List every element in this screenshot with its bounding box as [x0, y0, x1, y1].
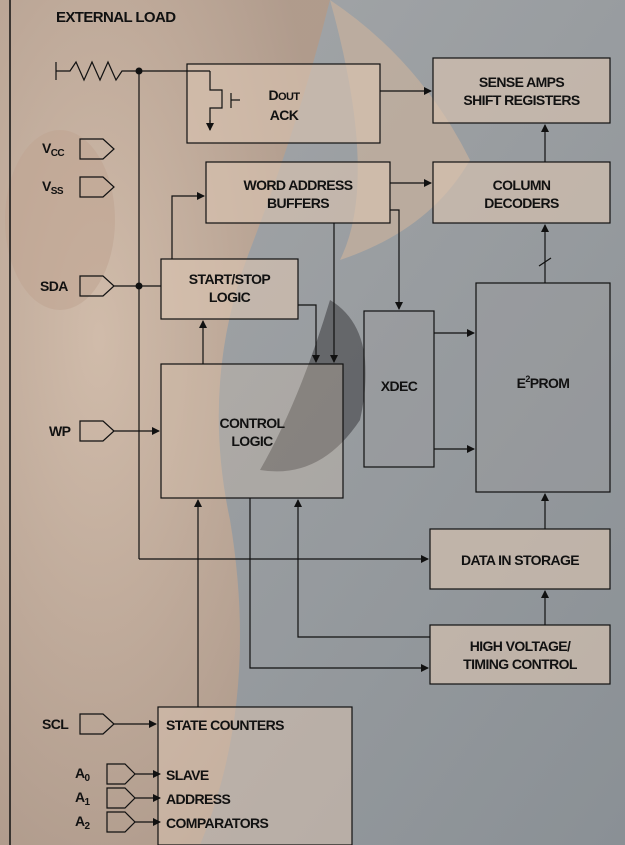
a2-label: A2: [75, 813, 90, 832]
a1-label: A1: [75, 789, 90, 808]
sense-amps-block: [432, 57, 611, 124]
control-logic-block: [160, 363, 344, 499]
comparators-label: COMPARATORS: [166, 815, 269, 831]
junction-dot: [135, 67, 143, 75]
data-in-storage-block: [429, 528, 611, 590]
dout-ack-block: [186, 63, 381, 144]
vcc-label: VCC: [42, 140, 65, 159]
a1-pin: [106, 787, 136, 809]
eprom-label: E2PROM: [516, 374, 570, 391]
scl-pin: [79, 713, 115, 735]
a2-pin: [106, 811, 136, 833]
eprom-block: [475, 282, 611, 493]
word-address-block: [205, 161, 391, 224]
sda-label: SDA: [40, 278, 68, 294]
wp-pin: [79, 420, 115, 442]
hv-timing-label: HIGH VOLTAGE/TIMING CONTROL: [463, 638, 577, 672]
sda-pin: [79, 275, 115, 297]
data-in-storage-label: DATA IN STORAGE: [460, 552, 580, 568]
a0-pin: [106, 763, 136, 785]
state-counters-label: STATE COUNTERS: [166, 717, 284, 733]
scl-label: SCL: [42, 716, 69, 732]
a0-label: A0: [75, 765, 90, 784]
vss-pin: [79, 176, 115, 198]
vss-label: VSS: [42, 178, 63, 197]
wp-label: WP: [49, 423, 71, 439]
hv-timing-block: [429, 624, 611, 685]
xdec-block: [363, 310, 435, 468]
vcc-pin: [79, 138, 115, 160]
start-stop-block: [160, 258, 299, 320]
address-label: ADDRESS: [166, 791, 231, 807]
junction-dot: [135, 282, 143, 290]
slave-label: SLAVE: [166, 767, 209, 783]
load-resistor: [55, 60, 140, 82]
external-load-title: EXTERNAL LOAD: [56, 9, 176, 26]
column-decoders-block: [432, 161, 611, 224]
xdec-label: XDEC: [380, 378, 418, 394]
dout-label: DOUT ACK: [268, 87, 301, 123]
